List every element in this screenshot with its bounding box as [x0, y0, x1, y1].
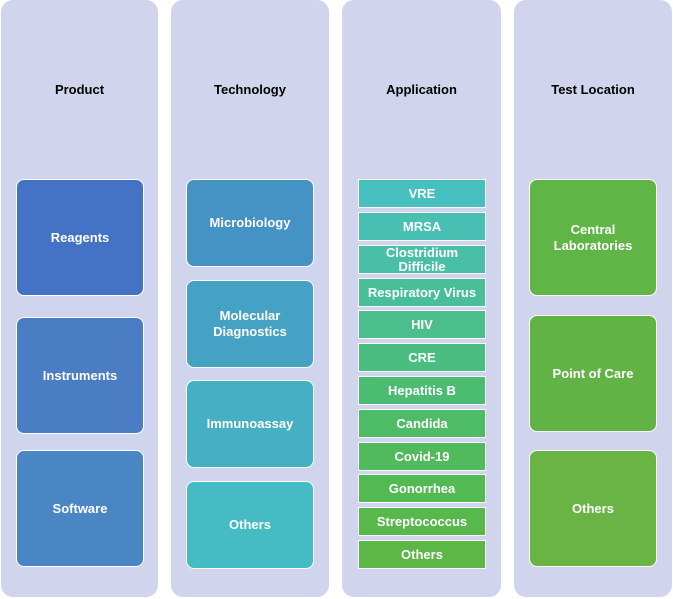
product-software-box: Software [16, 450, 144, 567]
column-application: Application VRE MRSA Clostridium Diffici… [342, 0, 501, 597]
application-mrsa-box: MRSA [358, 212, 486, 241]
box-label: Streptococcus [376, 513, 468, 529]
application-streptococcus-box: Streptococcus [358, 507, 486, 536]
technology-immunoassay-box: Immunoassay [186, 380, 314, 468]
technology-molecular-box: Molecular Diagnostics [186, 280, 314, 368]
box-label: MRSA [402, 218, 442, 234]
column-product: Product Reagents Instruments Software [1, 0, 158, 597]
box-label: Software [52, 500, 108, 516]
box-label: Covid-19 [394, 448, 450, 464]
location-point-of-care-box: Point of Care [529, 315, 657, 432]
location-central-box: Central Laboratories [529, 179, 657, 296]
column-technology: Technology Microbiology Molecular Diagno… [171, 0, 329, 597]
product-instruments-box: Instruments [16, 317, 144, 434]
box-label: Point of Care [552, 365, 634, 381]
application-others-box: Others [358, 540, 486, 569]
box-label: Hepatitis B [388, 382, 456, 398]
application-hiv-box: HIV [358, 310, 486, 339]
box-label: CRE [408, 349, 436, 365]
box-label: Candida [396, 415, 448, 431]
application-hepatitis-box: Hepatitis B [358, 376, 486, 405]
technology-microbiology-box: Microbiology [186, 179, 314, 267]
column-title-application: Application [386, 82, 457, 97]
box-label: Clostridium Difficile [385, 244, 459, 274]
box-label: Others [401, 546, 443, 562]
box-label: HIV [411, 316, 433, 332]
application-candida-box: Candida [358, 409, 486, 438]
box-label: Molecular Diagnostics [213, 308, 287, 339]
box-label: Microbiology [209, 215, 291, 230]
column-title-test-location: Test Location [551, 82, 635, 97]
box-label: Others [229, 517, 271, 532]
box-label: Central Laboratories [553, 221, 633, 253]
application-respiratory-box: Respiratory Virus [358, 278, 486, 307]
application-clostridium-box: Clostridium Difficile [358, 245, 486, 274]
box-label: VRE [408, 185, 436, 201]
technology-others-box: Others [186, 481, 314, 569]
column-test-location: Test Location Central Laboratories Point… [514, 0, 672, 597]
application-gonorrhea-box: Gonorrhea [358, 474, 486, 503]
box-label: Instruments [42, 367, 118, 383]
application-cre-box: CRE [358, 343, 486, 372]
application-vre-box: VRE [358, 179, 486, 208]
column-title-product: Product [54, 82, 105, 97]
box-label: Immunoassay [206, 416, 294, 431]
box-label: Gonorrhea [388, 480, 456, 496]
location-others-box: Others [529, 450, 657, 567]
product-reagents-box: Reagents [16, 179, 144, 296]
box-label: Respiratory Virus [367, 284, 477, 300]
box-label: Others [572, 500, 614, 516]
box-label: Reagents [50, 229, 110, 245]
column-title-technology: Technology [214, 82, 286, 97]
application-covid-box: Covid-19 [358, 442, 486, 471]
